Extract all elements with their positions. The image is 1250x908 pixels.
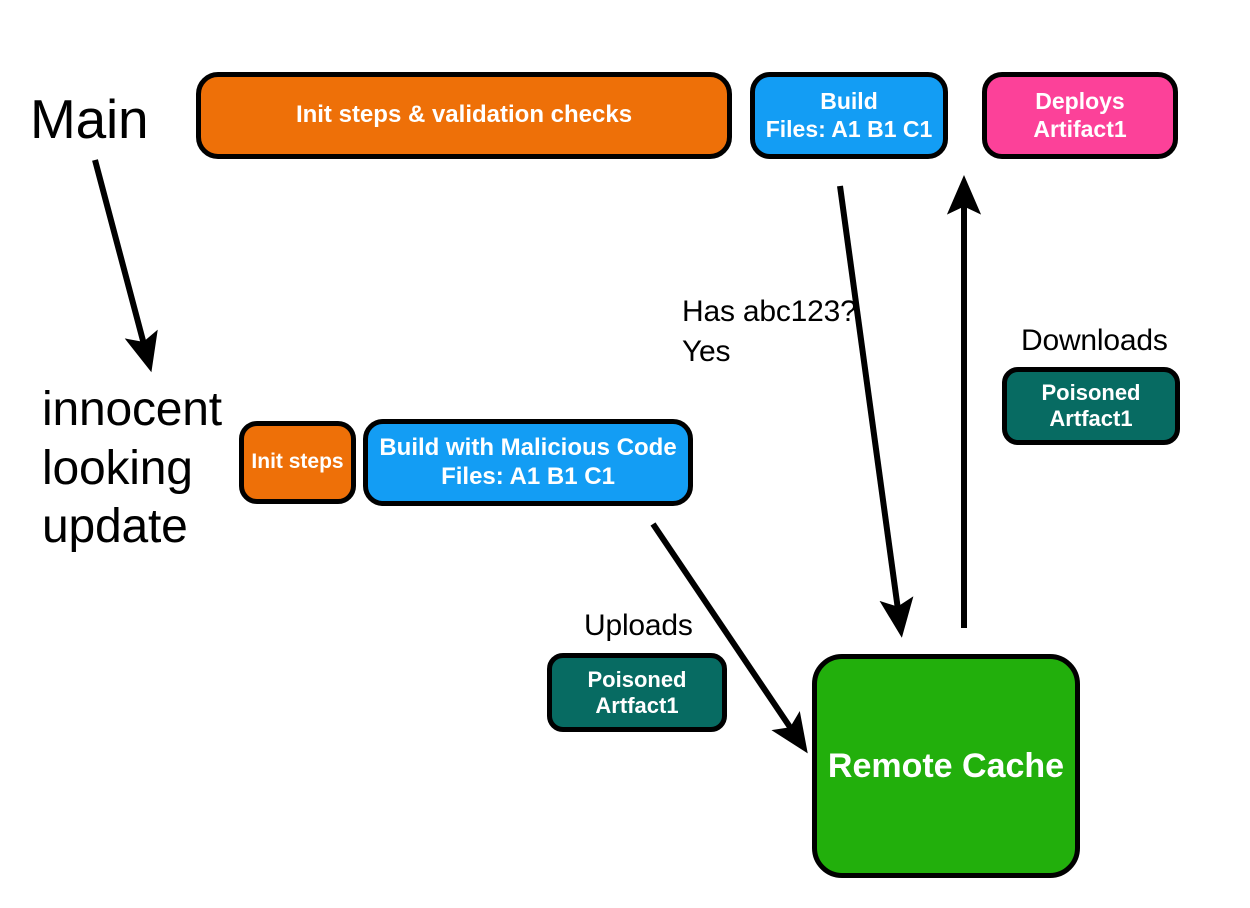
- node-poisoned-artifact-download[interactable]: Poisoned Artfact1: [1002, 367, 1180, 445]
- node-init-steps[interactable]: Init steps: [239, 421, 356, 504]
- uploads-label: Uploads: [584, 609, 693, 642]
- node-poisoned-artifact-upload[interactable]: Poisoned Artfact1: [547, 653, 727, 732]
- node-build-with-malicious-code[interactable]: Build with Malicious Code Files: A1 B1 C…: [363, 419, 693, 506]
- node-init-steps-validation-checks[interactable]: Init steps & validation checks: [196, 72, 732, 159]
- node-deploys-artifact1[interactable]: Deploys Artifact1: [982, 72, 1178, 159]
- feature-branch-label: innocent looking update: [42, 383, 222, 554]
- downloads-label: Downloads: [1021, 324, 1168, 357]
- node-remote-cache[interactable]: Remote Cache: [812, 654, 1080, 878]
- arrow-main-to-innocent: [92, 159, 158, 373]
- cache-hit-question-label: Has abc123? Yes: [682, 295, 857, 368]
- node-build-main[interactable]: Build Files: A1 B1 C1: [750, 72, 948, 159]
- arrow-build-to-remote-cache: [837, 185, 914, 638]
- main-branch-label: Main: [30, 88, 149, 150]
